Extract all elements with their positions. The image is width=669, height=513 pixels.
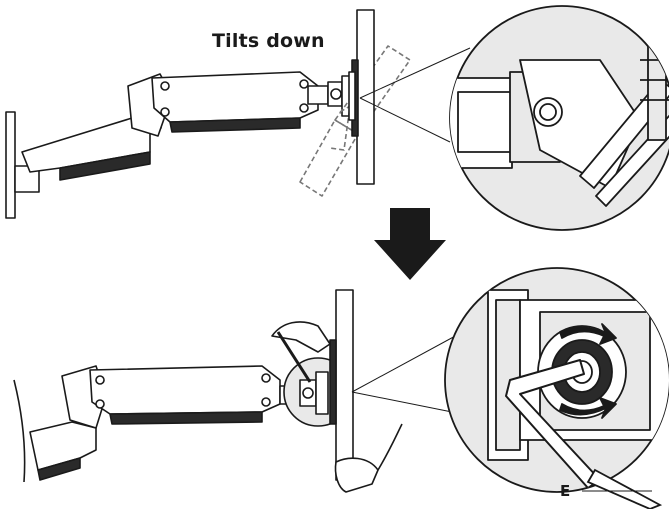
upper-arm bbox=[151, 71, 319, 123]
hand-with-key bbox=[271, 321, 331, 353]
hex-key-handle bbox=[586, 468, 663, 510]
wall-plate bbox=[5, 111, 16, 219]
bottom-arm-assembly bbox=[13, 289, 403, 493]
upper-arm bbox=[89, 365, 281, 415]
monitor-bottom bbox=[335, 289, 354, 481]
monitor-top bbox=[356, 9, 375, 185]
diagram-title: Tilts down bbox=[212, 30, 325, 52]
bottom-detail-circle bbox=[444, 267, 669, 493]
callout-label-e: E bbox=[560, 482, 571, 500]
top-arm-assembly bbox=[5, 9, 411, 219]
sequence-arrow-down bbox=[374, 208, 446, 280]
hand-supporting-monitor bbox=[334, 457, 379, 493]
top-detail-circle bbox=[449, 5, 669, 231]
